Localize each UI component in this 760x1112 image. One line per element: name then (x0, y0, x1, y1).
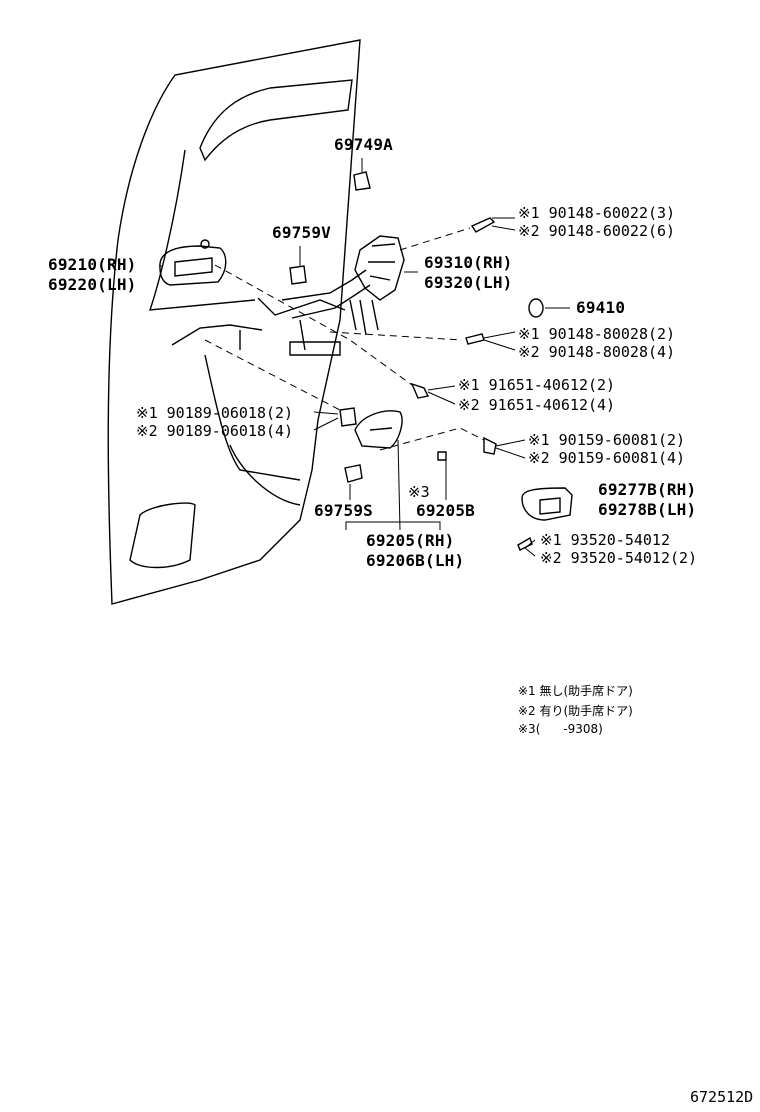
legend-note-3: ※3( -9308) (518, 722, 603, 736)
fastener-90148-60022-2: ※2 90148-60022(6) (518, 222, 676, 240)
legend-note-2: ※2 有り(助手席ドア) (518, 704, 633, 718)
fastener-90189-1: ※1 90189-06018(2) (136, 404, 294, 422)
part-69206B: 69206B(LH) (366, 551, 465, 570)
part-69310: 69310(RH) (424, 253, 513, 272)
note-marker-3: ※3 (408, 483, 430, 501)
part-69205: 69205(RH) (366, 531, 455, 550)
part-69220: 69220(LH) (48, 275, 137, 294)
part-69320: 69320(LH) (424, 273, 513, 292)
fastener-93520-1: ※1 93520-54012 (540, 531, 670, 549)
fastener-90159-2: ※2 90159-60081(4) (528, 449, 686, 467)
part-69210: 69210(RH) (48, 255, 137, 274)
fastener-93520-2: ※2 93520-54012(2) (540, 549, 698, 567)
clip-69749A (353, 171, 371, 191)
part-69410: 69410 (576, 298, 626, 317)
door-panel-outline (107, 39, 361, 605)
fastener-91651-2: ※2 91651-40612(4) (458, 396, 616, 414)
legend-note-1: ※1 無し(助手席ドア) (518, 684, 633, 698)
clip-69759V (289, 265, 307, 285)
part-69759V: 69759V (272, 223, 331, 242)
figure-code: 672512D (690, 1088, 754, 1106)
fastener-90148-80028-1: ※1 90148-80028(2) (518, 325, 676, 343)
fastener-90189-2: ※2 90189-06018(4) (136, 422, 294, 440)
fastener-90148-80028-2: ※2 90148-80028(4) (518, 343, 676, 361)
part-69278B: 69278B(LH) (598, 500, 697, 519)
part-69749A: 69749A (334, 135, 393, 154)
fastener-90159-1: ※1 90159-60081(2) (528, 431, 686, 449)
outside-handle (159, 239, 227, 286)
lock-knob (528, 298, 544, 318)
fastener-90148-60022-1: ※1 90148-60022(3) (518, 204, 676, 222)
inside-handle-69205 (354, 410, 403, 449)
part-69205B: 69205B (416, 501, 475, 520)
bezel-69277B (521, 487, 573, 521)
bracket-69759S (344, 464, 363, 483)
fastener-91651-1: ※1 91651-40612(2) (458, 376, 616, 394)
dashed-assembly-lines (204, 227, 485, 451)
leader-lines (160, 158, 570, 557)
door-lock-assembly (281, 235, 405, 351)
part-69277B: 69277B(RH) (598, 480, 697, 499)
part-69759S: 69759S (314, 501, 373, 520)
